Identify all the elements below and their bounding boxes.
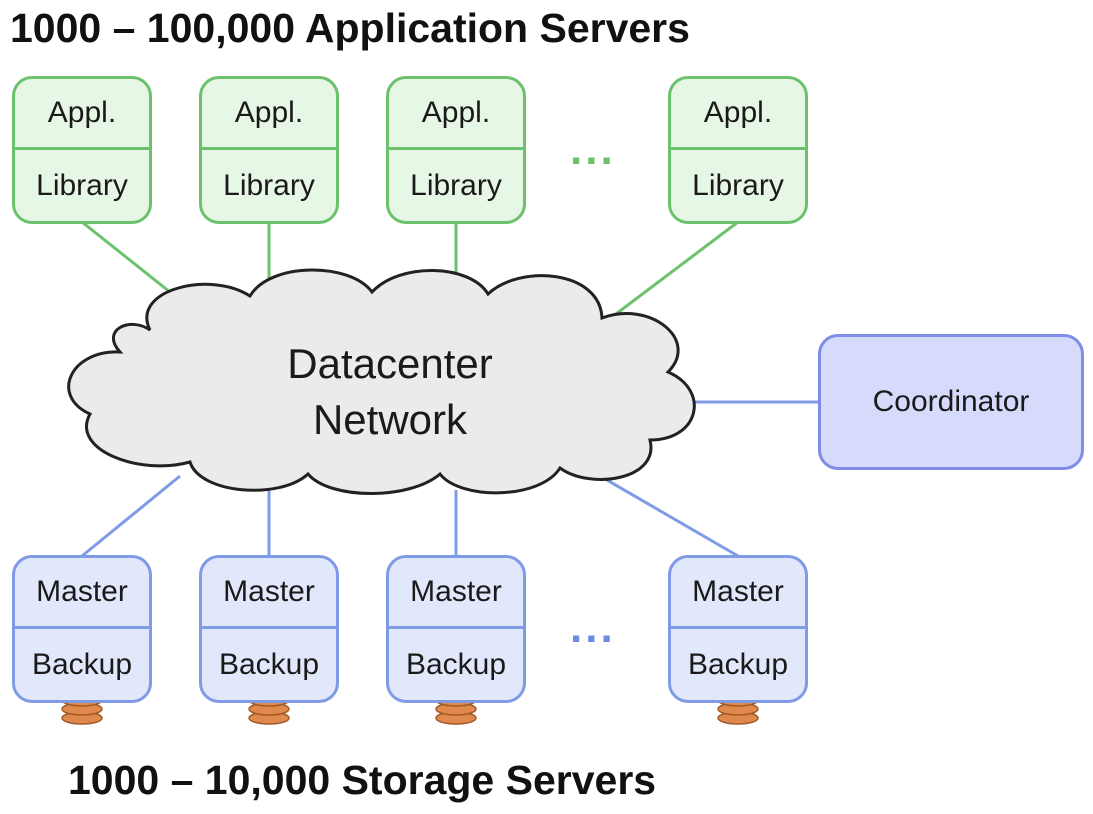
network-label-line2: Network [312,396,468,443]
storage-servers-title: 1000 – 10,000 Storage Servers [68,757,657,803]
app-link-4 [599,220,739,328]
storage-server-4: Master Backup [668,555,808,703]
network-label-line1: Datacenter [287,340,493,387]
app-label: Appl. [671,79,805,150]
storage-link-1 [81,474,181,558]
backup-label: Backup [405,647,507,681]
app-label: Appl. [15,79,149,150]
coordinator-box: Coordinator [818,334,1084,470]
master-label: Master [671,558,805,629]
storage-server-2: Master Backup [199,555,339,703]
app-server-2: Appl. Library [199,76,339,224]
library-label: Library [36,168,128,202]
application-servers-title: 1000 – 100,000 Application Servers [10,5,690,51]
storage-server-1: Master Backup [12,555,152,703]
app-servers-ellipsis: ... [570,125,616,174]
app-label: Appl. [202,79,336,150]
backup-label: Backup [218,647,320,681]
library-label: Library [223,168,315,202]
library-label: Library [410,168,502,202]
library-label: Library [692,168,784,202]
app-server-4: Appl. Library [668,76,808,224]
app-server-1: Appl. Library [12,76,152,224]
app-server-3: Appl. Library [386,76,526,224]
master-label: Master [15,558,149,629]
backup-label: Backup [687,647,789,681]
datacenter-cloud [67,268,696,495]
master-label: Master [202,558,336,629]
app-label: Appl. [389,79,523,150]
master-label: Master [389,558,523,629]
storage-link-4 [599,474,739,558]
network-label: Datacenter Network [240,336,540,448]
storage-server-3: Master Backup [386,555,526,703]
storage-servers-ellipsis: ... [570,603,616,652]
backup-label: Backup [31,647,133,681]
